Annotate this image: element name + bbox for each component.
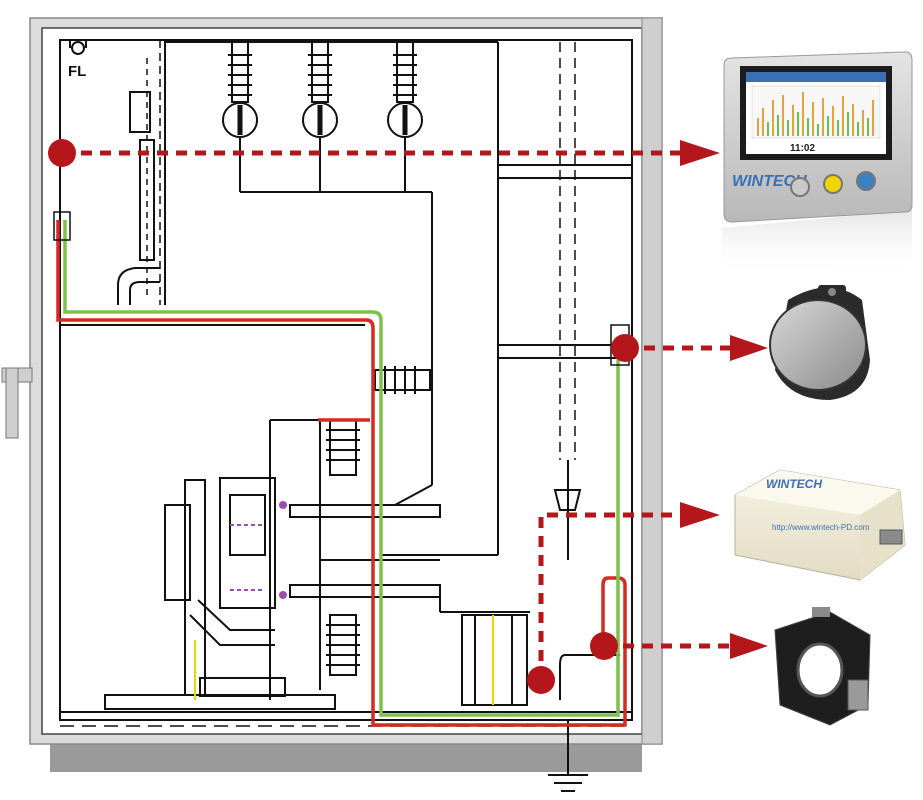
door-handle: [1, 367, 33, 439]
monitor-button-yellow[interactable]: [823, 174, 843, 194]
uhf-box-url: http://www.wintech-PD.com: [772, 523, 870, 532]
monitor-chart-bars: [757, 92, 874, 136]
bushing-3: [387, 41, 423, 138]
marker-uhf: [527, 666, 555, 694]
internal-structure: [59, 39, 633, 792]
hfct-sensor-device: [774, 607, 871, 726]
marker-tev: [48, 139, 76, 167]
fl-label: FL: [68, 63, 86, 80]
sensor-markers: [48, 139, 639, 694]
monitor-brand: WINTECH: [732, 173, 807, 190]
horizontal-bushing: [374, 366, 431, 394]
marker-ae: [611, 334, 639, 362]
top-bushings: [222, 41, 431, 676]
monitor-time: 11:02: [790, 143, 815, 154]
connector-arrows: [62, 150, 730, 680]
clip-left: [53, 211, 71, 241]
accent-marks: [194, 501, 494, 705]
uhf-sensor-device: WINTECH http://www.wintech-PD.com: [734, 469, 906, 581]
marker-hfct: [590, 632, 618, 660]
breaker-upper-insulator: [326, 419, 360, 476]
bushing-2: [302, 41, 338, 138]
breaker-lower-insulator: [326, 614, 360, 676]
ground-lead-green: [63, 220, 620, 717]
monitor-button-grey[interactable]: [790, 177, 810, 197]
ground-lead-red: [56, 220, 627, 727]
cabinet-base: [50, 742, 642, 772]
bushing-1: [222, 41, 258, 138]
uhf-box-brand: WINTECH: [766, 477, 822, 491]
monitor-device: 11:02 WINTECH: [722, 51, 913, 278]
ae-sensor-device: [769, 285, 870, 400]
monitor-button-blue[interactable]: [856, 171, 876, 191]
arrow-heads: [680, 140, 768, 659]
cabinet-right-strip: [641, 17, 663, 745]
